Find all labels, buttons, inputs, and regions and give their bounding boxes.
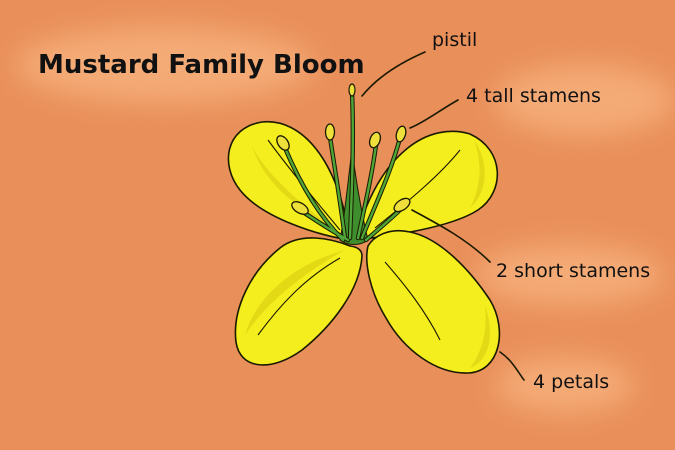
pistil-leader: [361, 51, 426, 97]
stamen-filaments-fill: [283, 90, 404, 242]
petals: [227, 121, 501, 374]
anther-tall-1: [324, 123, 336, 141]
anther-short-2: [393, 197, 411, 213]
tall-stamens-leader: [409, 99, 459, 129]
anther-tall-2: [368, 131, 382, 149]
label-short-stamens: 2 short stamens: [496, 260, 650, 282]
anther-tall-4: [276, 135, 290, 151]
petal-shading: [245, 140, 490, 368]
petal-lower-right: [366, 230, 501, 374]
label-tall-stamens: 4 tall stamens: [466, 85, 601, 107]
anther-short-1: [291, 201, 309, 215]
anthers: [276, 123, 411, 215]
petal-lower-left: [234, 237, 363, 366]
pistil-stigma: [348, 83, 356, 97]
short-stamens-leader: [411, 209, 491, 263]
diagram-title: Mustard Family Bloom: [38, 50, 365, 80]
background-glow: [15, 27, 675, 413]
anther-tall-3: [395, 125, 407, 143]
label-pistil: pistil: [432, 29, 477, 51]
label-petals: 4 petals: [533, 371, 609, 393]
petals-leader: [499, 351, 525, 381]
callout-lines: [361, 51, 525, 381]
